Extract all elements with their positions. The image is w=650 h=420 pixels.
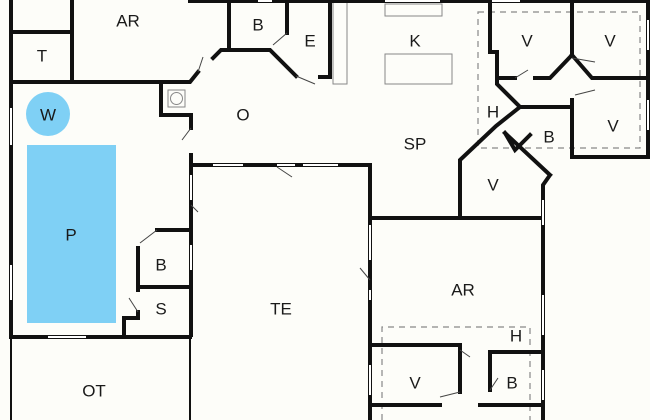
room-label-e: E <box>304 32 315 51</box>
room-label-o: O <box>236 106 249 125</box>
whirlpool <box>26 92 70 136</box>
room-label-s: S <box>155 300 166 319</box>
room-label-b-top: B <box>252 16 263 35</box>
room-label-v-bottom: V <box>409 374 421 393</box>
kitchen-counter <box>384 3 443 17</box>
room-label-h-bottom: H <box>510 327 522 346</box>
room-label-v-tl: V <box>521 32 533 51</box>
hall-area-top <box>477 11 641 149</box>
walls <box>9 0 650 420</box>
chimney-flue <box>170 92 183 105</box>
room-label-v-right: V <box>607 117 619 136</box>
room-label-h-top: H <box>487 103 499 122</box>
room-label-sp: SP <box>404 135 427 154</box>
kitchen-column <box>332 1 348 85</box>
room-label-te: TE <box>270 300 292 319</box>
room-label-k: K <box>409 32 421 51</box>
room-label-t: T <box>37 47 47 66</box>
room-label-v-tr: V <box>604 32 616 51</box>
pool <box>27 145 116 323</box>
room-label-b-bottom: B <box>506 374 517 393</box>
door-swings <box>128 32 596 398</box>
room-label-ar-top: AR <box>116 12 140 31</box>
kitchen-island <box>384 53 453 85</box>
hall-area-bottom <box>381 326 531 420</box>
room-label-v-mid: V <box>487 176 499 195</box>
room-label-ot: OT <box>82 382 106 401</box>
room-label-ar-bottom: AR <box>451 281 475 300</box>
room-label-b-right: B <box>543 128 554 147</box>
room-label-b-pool: B <box>155 256 166 275</box>
chimney <box>167 89 186 108</box>
room-label-w: W <box>40 106 56 125</box>
room-label-p: P <box>65 226 76 245</box>
